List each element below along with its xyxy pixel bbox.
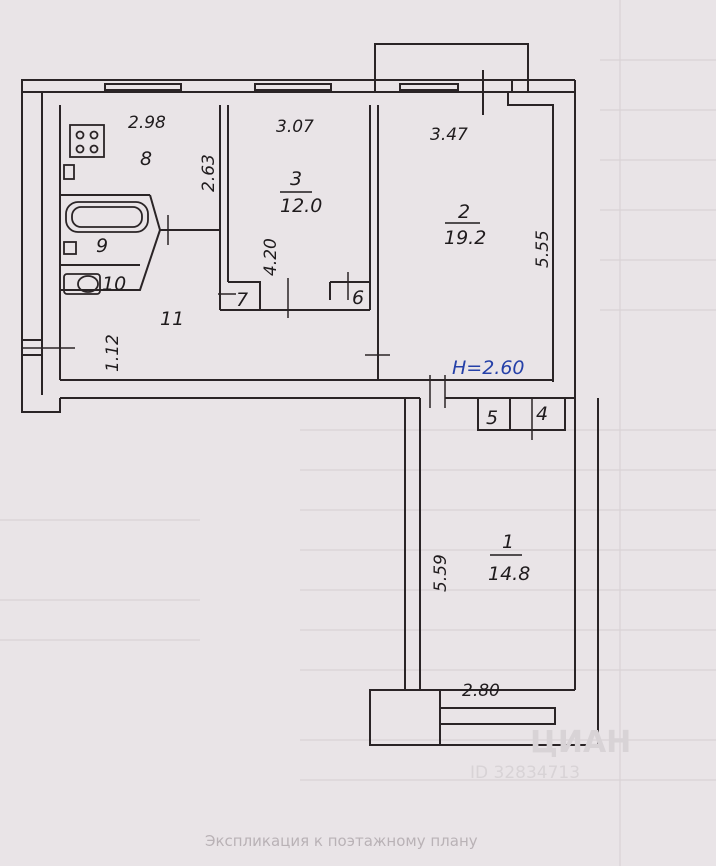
hall-label: 11 <box>160 308 184 330</box>
washbasin-icon <box>63 241 77 255</box>
toilet-icon <box>63 273 101 295</box>
dim-room2-depth: 5.55 <box>533 230 553 268</box>
bath-label: 9 <box>96 235 108 257</box>
room-1-area: 14.8 <box>488 563 530 585</box>
ceiling-height-label: H=2.60 <box>452 357 525 379</box>
room-2-number: 2 <box>458 201 470 223</box>
dim-hall-depth: 1.12 <box>103 334 123 372</box>
fixtures <box>63 124 149 295</box>
room-2-area: 19.2 <box>444 227 486 249</box>
watermark-id: ID 32834713 <box>470 763 580 783</box>
closet-6-label: 6 <box>352 287 364 309</box>
bathtub-icon <box>65 201 149 233</box>
dim-room3-depth: 4.20 <box>261 238 281 276</box>
dim-kitchen-depth: 2.63 <box>199 154 219 192</box>
watermark-logo: ЦИАН <box>530 725 631 760</box>
closet-4-label: 4 <box>536 403 548 425</box>
room-3-area: 12.0 <box>280 195 322 217</box>
room-1-number: 1 <box>502 531 514 553</box>
sink-icon <box>63 164 75 180</box>
closet-7-label: 7 <box>236 289 248 311</box>
room-labels: 3 12.0 2 19.2 1 14.8 8 9 10 11 6 7 5 4 <box>96 148 548 585</box>
kitchen-label: 8 <box>140 148 152 170</box>
wc-label: 10 <box>102 273 126 295</box>
dim-kitchen-width: 2.98 <box>128 113 166 133</box>
walls <box>21 43 599 746</box>
room-3-number: 3 <box>290 168 302 190</box>
dim-room1-width: 2.80 <box>462 681 500 701</box>
stove-icon <box>69 124 105 158</box>
dim-room1-depth: 5.59 <box>431 554 451 592</box>
watermark: ЦИАН ID 32834713 <box>470 725 631 783</box>
footer-caption: Экспликация к поэтажному плану <box>205 832 478 850</box>
dim-room3-width: 3.07 <box>276 117 314 137</box>
closet-5-label: 5 <box>486 407 498 429</box>
dimension-labels: 2.98 3.07 3.47 5.55 2.63 4.20 1.12 5.59 … <box>103 113 553 701</box>
dim-room2-width: 3.47 <box>430 125 468 145</box>
